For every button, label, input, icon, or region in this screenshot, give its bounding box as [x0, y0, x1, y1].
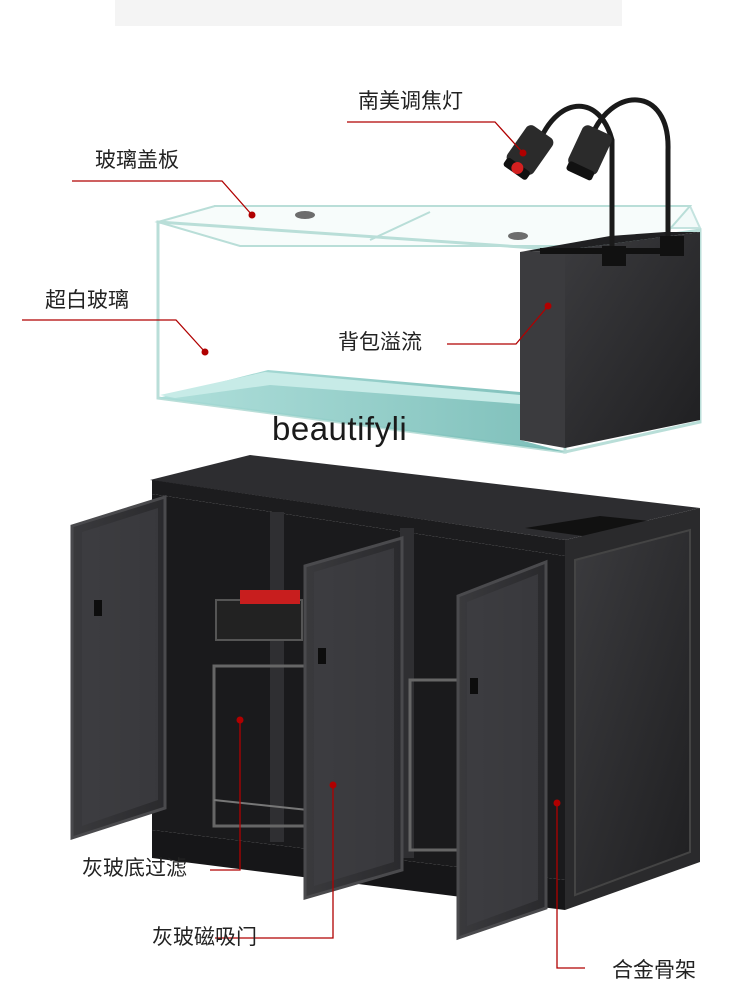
top-banner-strip: [115, 0, 622, 26]
overflow-box-side: [565, 232, 700, 448]
label-gray-bottom-filter: 灰玻底过滤: [82, 856, 187, 880]
overflow-box-front: [520, 250, 565, 448]
brand-watermark: beautifyli: [272, 410, 408, 447]
label-magnetic-door: 灰玻磁吸门: [152, 925, 257, 949]
cabinet: [70, 455, 700, 941]
label-glass-cover: 玻璃盖板: [95, 148, 179, 172]
label-alloy-frame: 合金骨架: [612, 958, 696, 982]
label-back-overflow: 背包溢流: [338, 330, 422, 354]
label-ultra-clear-glass: 超白玻璃: [45, 288, 129, 312]
glass-cover-panel: [154, 205, 693, 247]
middle-door: [303, 536, 404, 900]
left-door: [70, 494, 167, 841]
focus-lamps: [503, 97, 684, 266]
pointer-dots: [201, 149, 561, 807]
pointer-lines: [22, 121, 585, 969]
glass-tank: [154, 205, 702, 454]
right-door: [456, 559, 548, 941]
label-focus-light: 南美调焦灯: [358, 89, 463, 113]
